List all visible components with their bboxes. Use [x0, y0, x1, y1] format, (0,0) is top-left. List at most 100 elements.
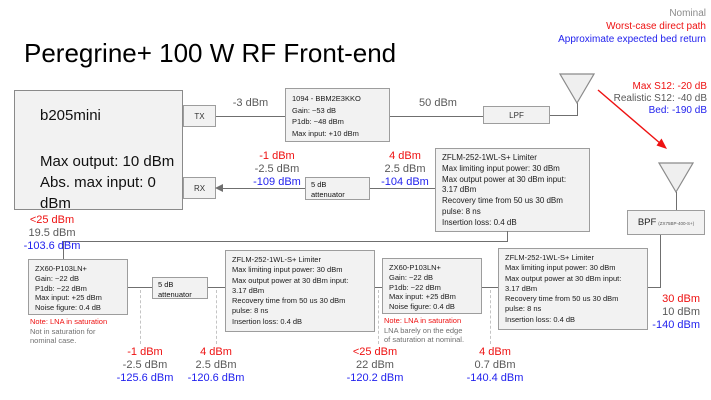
- leader-line: [378, 290, 379, 344]
- level-bed: -120.6 dBm: [187, 372, 245, 384]
- limiter-line: Recovery time from 50 us 30 dBm: [442, 196, 563, 206]
- limiter-line: pulse: 8 ns: [505, 304, 542, 314]
- level-nominal: 10 dBm: [662, 306, 700, 318]
- limiter-line: ZFLM-252-1WL-S+ Limiter: [442, 153, 537, 162]
- s12-realistic: Realistic S12: -40 dB: [613, 93, 707, 104]
- lna-line: Noise figure: 0.4 dB: [35, 303, 101, 313]
- level-nominal: -2.5 dBm: [122, 359, 168, 371]
- wire-bpf-to-limiter3: [648, 287, 661, 288]
- lna-line: Gain: ~22 dB: [389, 272, 433, 282]
- level-bed: -104 dBm: [381, 176, 429, 188]
- level-bed: -103.6 dBm: [23, 240, 81, 252]
- pa-line: Max input: +10 dBm: [292, 128, 359, 138]
- level-worst: <25 dBm: [29, 214, 75, 226]
- level-nominal: 0.7 dBm: [474, 359, 516, 371]
- tx-antenna-icon: [559, 73, 595, 105]
- leader-line: [140, 290, 141, 344]
- limiter-line: Insertion loss: 0.4 dB: [505, 314, 576, 324]
- tx-power-label: -3 dBm: [232, 97, 269, 109]
- lna-line: Max input: +25 dBm: [389, 292, 456, 302]
- coupling-arrow-icon: [597, 89, 667, 149]
- limiter1-block: ZFLM-252-1WL-S+ Limiter Max limiting inp…: [435, 148, 590, 232]
- lna-line: P1db: ~22 dBm: [389, 282, 441, 292]
- level-nominal: 22 dBm: [356, 359, 394, 371]
- level-worst: 4 dBm: [389, 150, 421, 162]
- level-nominal: -2.5 dBm: [254, 163, 300, 175]
- pa-block: 1094 - BBM2E3KKO Gain: ~53 dB P1db: ~48 …: [285, 88, 390, 142]
- limiter-line: Max limiting input power: 30 dBm: [505, 263, 616, 273]
- rx-antenna-icon: [658, 162, 694, 194]
- wire-attenuator2-to-lna1: [128, 287, 152, 288]
- wire-bpf-down: [660, 235, 661, 288]
- lna-line: ZX60-P103LN+: [389, 263, 441, 272]
- limiter-line: Max output power at 30 dBm input:: [442, 174, 567, 184]
- limiter-line: pulse: 8 ns: [232, 306, 269, 316]
- attenuator-value: 5 dB: [158, 280, 174, 289]
- limiter-line: 3.17 dBm: [232, 285, 265, 295]
- legend-worst-case: Worst-case direct path: [606, 21, 706, 32]
- s12-bed: Bed: -190 dB: [648, 105, 707, 116]
- note-title: Note: LNA in saturation: [384, 316, 462, 325]
- wire-attenuator1-to-rx: [222, 188, 305, 189]
- lna-line: ZX60-P103LN+: [35, 264, 87, 273]
- wire-limiter3-to-lna2: [482, 287, 498, 288]
- limiter-line: Recovery time from 50 us 30 dBm: [505, 294, 619, 304]
- wire-pa-to-lpf: [390, 116, 483, 117]
- lna1-block: ZX60-P103LN+ Gain: ~22 dB P1db: ~22 dBm …: [28, 259, 128, 315]
- note-title: Note: LNA in saturation: [30, 317, 108, 326]
- level-bed: -125.6 dBm: [116, 372, 174, 384]
- wire-lna2-to-limiter2: [375, 287, 382, 288]
- limiter-line: ZFLM-252-1WL-S+ Limiter: [505, 253, 594, 262]
- wire-limiter1-down: [507, 231, 508, 242]
- level-limiter3-out: 4 dBm 0.7 dBm -140.4 dBm: [459, 346, 531, 385]
- level-worst: -1 dBm: [259, 150, 295, 162]
- wire-lpf-to-antenna: [550, 115, 578, 116]
- attenuator-label: attenuator: [158, 289, 192, 299]
- lna-line: Noise figure: 0.4 dB: [389, 302, 455, 312]
- attenuator-value: 5 dB: [311, 180, 327, 189]
- level-lna1-out: <25 dBm 19.5 dBm -103.6 dBm: [8, 214, 96, 253]
- level-bed: -140 dBm: [652, 319, 700, 331]
- antenna2-stem: [676, 192, 677, 210]
- wire-tx-to-pa: [216, 116, 285, 117]
- antenna1-stem: [577, 103, 578, 116]
- legend-bed-return: Approximate expected bed return: [558, 34, 706, 45]
- level-worst: 4 dBm: [479, 346, 511, 358]
- lna-line: Max input: +25 dBm: [35, 293, 102, 303]
- level-limiter2-out: 4 dBm 2.5 dBm -120.6 dBm: [180, 346, 252, 385]
- pa-line: P1db: ~48 dBm: [292, 117, 344, 126]
- lpf-block: LPF: [483, 106, 550, 124]
- limiter-line: Max output power at 30 dBm input:: [232, 275, 349, 285]
- limiter-line: Insertion loss: 0.4 dB: [232, 316, 303, 326]
- limiter3-block: ZFLM-252-1WL-S+ Limiter Max limiting inp…: [498, 248, 648, 330]
- note-line: Not in saturation for: [30, 326, 96, 336]
- level-limiter1-out: 4 dBm 2.5 dBm -104 dBm: [369, 150, 441, 189]
- level-worst: -1 dBm: [127, 346, 163, 358]
- level-rx-input: -1 dBm -2.5 dBm -109 dBm: [241, 150, 313, 189]
- attenuator1-block: 5 dB attenuator: [305, 177, 370, 200]
- lna-line: P1db: ~22 dBm: [35, 283, 87, 293]
- bpf-label: BPF: [637, 217, 657, 228]
- limiter-line: pulse: 8 ns: [442, 206, 481, 216]
- level-nominal: 2.5 dBm: [195, 359, 237, 371]
- tx-port: TX: [183, 105, 216, 127]
- leader-line: [216, 290, 217, 344]
- wire-crossover: [63, 241, 508, 242]
- limiter-line: 3.17 dBm: [505, 283, 538, 293]
- pa-line: 1094 - BBM2E3KKO: [292, 94, 361, 103]
- limiter-line: Max limiting input power: 30 dBm: [232, 265, 343, 275]
- rx-port: RX: [183, 177, 216, 199]
- page-title: Peregrine+ 100 W RF Front-end: [24, 38, 397, 68]
- wire-limiter2-to-attenuator2: [208, 287, 225, 288]
- sdr-abs-max-input: Abs. max input: 0 dBm: [40, 174, 156, 212]
- limiter2-block: ZFLM-252-1WL-S+ Limiter Max limiting inp…: [225, 250, 375, 332]
- level-lna2-out: <25 dBm 22 dBm -120.2 dBm: [339, 346, 411, 385]
- bpf-block: BPF (ZX75BP-400-S+): [627, 210, 705, 235]
- lna1-note: Note: LNA in saturation Not in saturatio…: [30, 317, 107, 346]
- color-legend: Nominal Worst-case direct path Approxima…: [558, 7, 706, 46]
- limiter-line: 3.17 dBm: [442, 185, 477, 195]
- legend-nominal: Nominal: [669, 8, 706, 19]
- pa-line: Gain: ~53 dB: [292, 105, 336, 115]
- level-lna1-in: -1 dBm -2.5 dBm -125.6 dBm: [109, 346, 181, 385]
